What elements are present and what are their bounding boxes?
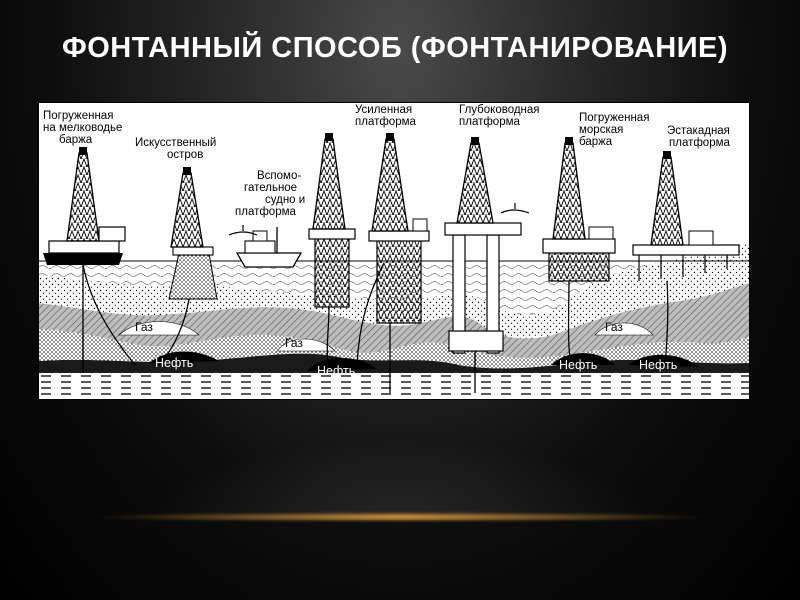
label-structure-7-line-2: платформа	[669, 137, 731, 149]
stratum-upper-dotted	[39, 243, 749, 339]
offshore-rigs-diagram: Погруженная на мелководье баржа Искусств…	[38, 102, 750, 400]
label-structure-4-line-2: платформа	[355, 116, 417, 128]
gas-cap-2	[276, 338, 336, 352]
rig-jacket-platform	[308, 133, 356, 372]
label-structure-6-line-2: морская	[579, 124, 623, 136]
label-oil-2: Нефть	[317, 364, 355, 378]
oil-trap-4	[629, 354, 699, 367]
gas-cap-3	[594, 322, 654, 336]
label-structure-3-line-4: платформа	[235, 206, 297, 218]
rig-deepwater-platform	[444, 137, 530, 393]
label-structure-5-line-1: Глубоководная	[459, 104, 540, 116]
diagram-svg: Погруженная на мелководье баржа Искусств…	[39, 103, 749, 399]
label-gas-2: Газ	[285, 336, 303, 350]
rig-reinforced-platform	[356, 133, 430, 393]
stratum-bottom	[39, 371, 749, 399]
stratum-dark-band	[39, 353, 749, 373]
rig-support-vessel	[228, 225, 303, 268]
label-structure-5-line-2: платформа	[459, 116, 521, 128]
label-structure-4-line-1: Усиленная	[355, 104, 412, 116]
label-structure-3-line-1: Вспомо-	[257, 170, 301, 182]
oil-trap-2	[307, 358, 377, 371]
label-structure-7-line-1: Эстакадная	[667, 125, 730, 137]
label-structure-1-line-3: баржа	[59, 134, 93, 146]
label-oil-1: Нефть	[155, 356, 193, 370]
label-structure-2-line-1: Искусственный	[135, 137, 216, 149]
label-structure-6-line-3: баржа	[579, 136, 613, 148]
label-structure-3-line-3: судно и	[265, 194, 305, 206]
rig-submerged-shallow-barge	[43, 147, 136, 373]
stratum-hatched	[39, 283, 749, 358]
label-structure-6-line-1: Погруженная	[579, 112, 649, 124]
rig-submerged-sea-barge	[542, 137, 616, 366]
oil-trap-1	[149, 351, 219, 363]
slide-title: ФОНТАННЫЙ СПОСОБ (ФОНТАНИРОВАНИЕ)	[62, 32, 729, 64]
gas-cap-1	[118, 321, 200, 336]
label-oil-3: Нефть	[559, 358, 597, 372]
label-structure-1-line-2: на мелководье	[43, 122, 122, 134]
label-gas-3: Газ	[605, 320, 623, 334]
label-structure-1-line-1: Погруженная	[43, 110, 113, 122]
decorative-glow-line	[80, 514, 720, 520]
label-structure-2-line-2: остров	[167, 149, 203, 161]
label-structure-3-line-2: гательное	[244, 182, 297, 194]
decorative-glow-halo	[150, 440, 650, 520]
label-oil-4: Нефть	[639, 358, 677, 372]
rig-trestle-platform	[632, 151, 740, 366]
oil-trap-3	[551, 353, 615, 365]
rig-artificial-island	[158, 167, 218, 366]
label-gas-1: Газ	[135, 320, 153, 334]
